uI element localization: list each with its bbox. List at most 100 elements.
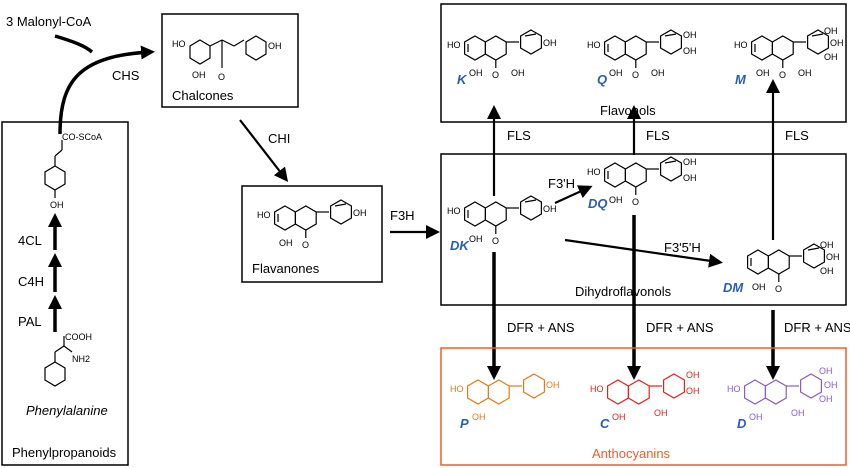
svg-text:OH: OH (609, 195, 623, 205)
svg-text:HO: HO (587, 40, 601, 50)
code-k: K (457, 72, 468, 87)
flavanones-box (241, 185, 383, 283)
f3ph-label: F3'H (548, 176, 575, 191)
svg-text:OH: OH (686, 370, 700, 380)
svg-text:OH: OH (824, 26, 838, 36)
chalcones-box (161, 13, 299, 108)
svg-text:OH: OH (791, 408, 805, 418)
pelargonidin-structure: HO OH OH (450, 373, 560, 422)
svg-text:OH: OH (543, 204, 557, 214)
phenylalanine-structure: COOH NH2 (44, 332, 92, 387)
svg-text:HO: HO (587, 167, 601, 177)
dihydroflavonols-box (440, 153, 847, 306)
svg-text:O: O (218, 72, 225, 82)
dihydrokaempferol-structure: HO OH O OH (447, 195, 557, 246)
svg-text:O: O (632, 197, 639, 207)
fls-label-k: FLS (507, 128, 531, 143)
svg-text:OH: OH (824, 52, 838, 62)
dfr-label-p: DFR + ANS (507, 320, 575, 335)
svg-text:O: O (492, 70, 499, 80)
svg-text:OH: OH (749, 412, 763, 422)
chi-label: CHI (268, 131, 290, 146)
dfr-label-d: DFR + ANS (784, 320, 850, 335)
svg-text:OH: OH (830, 38, 844, 48)
svg-text:O: O (779, 70, 786, 80)
flavanones-label: Flavanones (252, 261, 320, 276)
kaempferol-structure: HO OH O OH OH (447, 29, 557, 80)
malonyl-label: 3 Malonyl-CoA (6, 14, 92, 29)
code-dm: DM (723, 280, 744, 295)
f3ph-arrow (554, 185, 593, 205)
cyanidin-structure: HO OH OH OH OH (590, 370, 700, 422)
svg-text:HO: HO (450, 384, 464, 394)
svg-text:OH: OH (798, 68, 812, 78)
dihydroflavonols-label: Dihydroflavonols (575, 284, 672, 299)
cooh-label: COOH (65, 332, 92, 342)
svg-text:OH: OH (824, 380, 838, 390)
svg-text:OH: OH (609, 68, 623, 78)
coscoa-label: CO-SCoA (62, 132, 102, 142)
svg-text:OH: OH (472, 412, 486, 422)
svg-text:OH: OH (654, 408, 668, 418)
coumaroyl-oh-label: OH (50, 200, 64, 210)
svg-text:OH: OH (752, 282, 766, 292)
chs-main-arrow (58, 45, 155, 135)
nh2-label: NH2 (72, 354, 90, 364)
code-m: M (735, 72, 747, 87)
svg-text:OH: OH (826, 252, 840, 262)
svg-text:OH: OH (546, 380, 560, 390)
svg-text:OH: OH (353, 208, 367, 218)
svg-text:OH: OH (612, 412, 626, 422)
svg-text:OH: OH (651, 68, 665, 78)
svg-text:OH: OH (469, 234, 483, 244)
dihydromyricetin-structure: OH O OH OH OH (746, 240, 840, 294)
f3h-label: F3H (390, 208, 415, 223)
code-dq: DQ (588, 196, 608, 211)
chalcones-label: Chalcones (172, 88, 234, 103)
fls-label-m: FLS (785, 128, 809, 143)
svg-text:HO: HO (590, 384, 604, 394)
anthocyanins-label: Anthocyanins (592, 446, 671, 461)
flavonols-box (440, 3, 847, 123)
svg-text:HO: HO (257, 210, 271, 220)
chi-arrow (239, 119, 289, 182)
svg-text:O: O (632, 70, 639, 80)
svg-text:OH: OH (268, 41, 282, 51)
myricetin-structure: HO OH O OH OH OH OH (734, 26, 844, 80)
delphinidin-structure: HO OH OH OH OH OH (727, 366, 838, 422)
svg-text:HO: HO (447, 40, 461, 50)
svg-text:HO: HO (734, 40, 748, 50)
coumaroyl-coa-structure: OH CO-SCoA (44, 132, 102, 210)
dfr-label-c: DFR + ANS (646, 320, 714, 335)
svg-text:OH: OH (820, 266, 834, 276)
svg-text:OH: OH (279, 238, 293, 248)
flavanone-structure: HO OH O OH (257, 199, 367, 250)
svg-text:OH: OH (683, 46, 697, 56)
chalcone-structure: HO OH O OH (172, 35, 282, 82)
svg-text:O: O (775, 284, 782, 294)
c4h-label: C4H (18, 274, 44, 289)
svg-text:OH: OH (683, 157, 697, 167)
dihydroquercetin-structure: HO OH O OH OH (587, 156, 697, 207)
code-q: Q (597, 72, 607, 87)
svg-text:OH: OH (756, 68, 770, 78)
anthocyanins-box (440, 347, 847, 466)
code-p: P (460, 416, 469, 431)
svg-text:OH: OH (683, 30, 697, 40)
flavonols-label: Flavonols (600, 103, 656, 118)
svg-text:O: O (302, 240, 309, 250)
quercetin-structure: HO OH O OH OH OH (587, 29, 697, 80)
f35h-label: F3'5'H (664, 240, 701, 255)
phenylpropanoids-box (1, 121, 129, 466)
code-dk: DK (450, 238, 470, 253)
4cl-label: 4CL (18, 233, 42, 248)
f35h-arrow (564, 238, 723, 268)
svg-text:OH: OH (469, 68, 483, 78)
svg-text:OH: OH (543, 38, 557, 48)
svg-text:OH: OH (511, 68, 525, 78)
svg-text:OH: OH (686, 386, 700, 396)
fls-label-q: FLS (646, 128, 670, 143)
svg-text:OH: OH (820, 240, 834, 250)
malonyl-arrow (54, 34, 94, 54)
svg-text:HO: HO (727, 384, 741, 394)
